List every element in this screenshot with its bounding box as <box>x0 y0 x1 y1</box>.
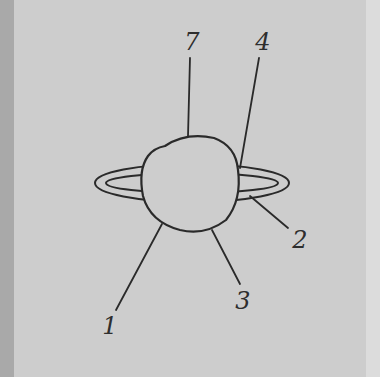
callout-number: 4 <box>255 30 270 54</box>
leader-line <box>188 58 190 136</box>
leader-line <box>250 196 288 228</box>
frame-edge <box>366 0 380 377</box>
frame-edge <box>0 0 14 377</box>
callout-number: 2 <box>292 228 307 252</box>
leader-line <box>240 58 259 168</box>
leader-line <box>116 224 162 310</box>
planet-body <box>141 136 238 231</box>
callout-number: 1 <box>102 314 117 338</box>
callout-number: 7 <box>184 30 199 54</box>
callout-number: 3 <box>235 289 250 313</box>
leader-line <box>212 230 240 284</box>
